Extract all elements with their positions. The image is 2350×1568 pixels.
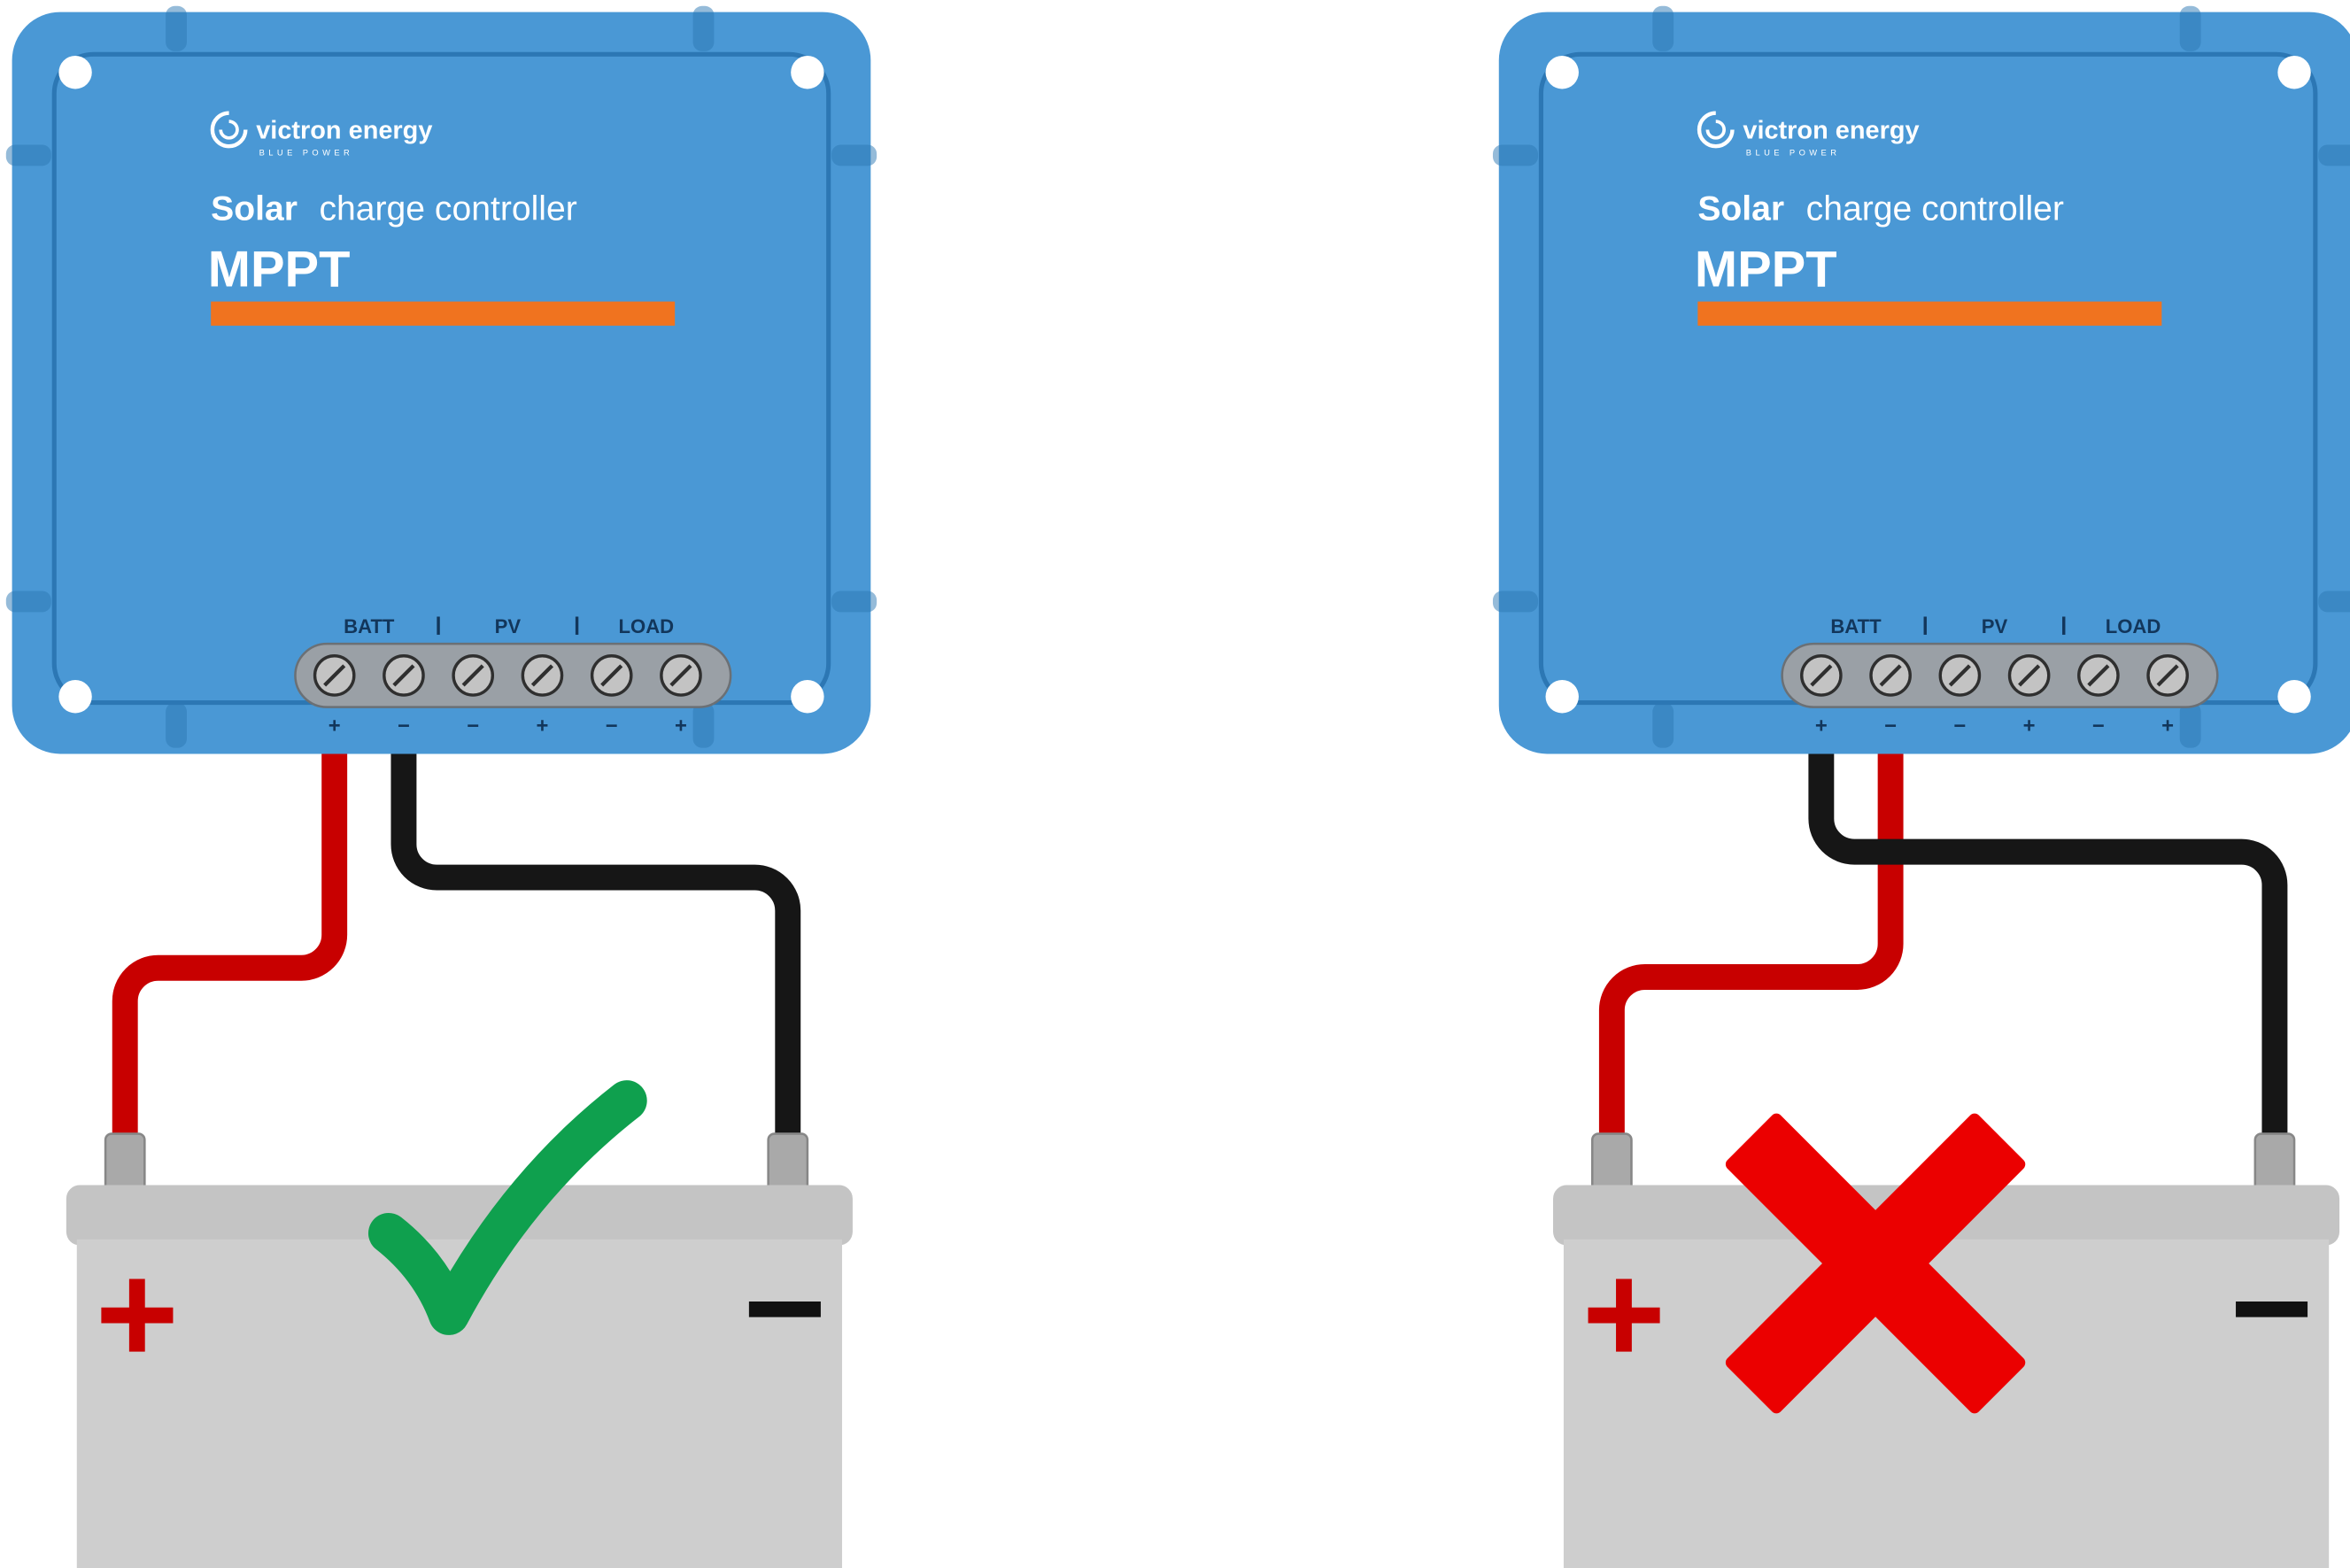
incorrect-wiring-panel xyxy=(1493,6,2350,1568)
cross-bar xyxy=(1725,1113,2026,1414)
wire-red-positive xyxy=(112,741,348,1169)
check-icon xyxy=(367,1080,647,1335)
charge-controller-right xyxy=(1493,6,2350,754)
wire-red-positive xyxy=(1598,741,1904,1169)
correct-wiring-panel xyxy=(6,6,877,1568)
wire-black-negative xyxy=(390,741,801,1169)
charge-controller-left xyxy=(6,6,877,754)
wire-black-negative xyxy=(1808,741,2288,1169)
battery-left xyxy=(65,1132,854,1568)
cross-icon xyxy=(1725,1113,2026,1414)
